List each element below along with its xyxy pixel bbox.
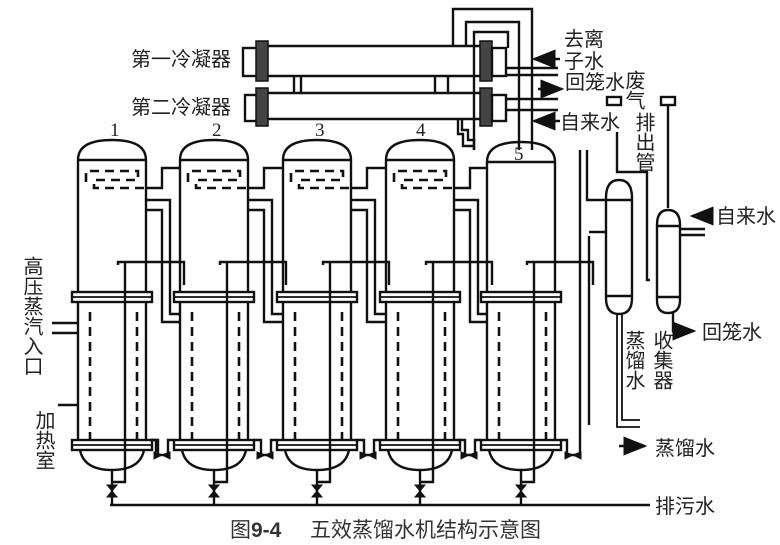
evaporator-columns bbox=[70, 138, 595, 505]
steam-pipe bbox=[248, 198, 283, 316]
column-bottom-bowl bbox=[78, 449, 146, 472]
vent-cap-right bbox=[659, 95, 677, 107]
drain-valve-icon bbox=[413, 484, 427, 498]
column-number-3: 3 bbox=[315, 120, 325, 141]
collector bbox=[655, 208, 682, 315]
steam-pipe bbox=[454, 208, 487, 324]
steam-pipe bbox=[146, 208, 180, 324]
column-dome bbox=[178, 138, 250, 161]
return-water-right-label: 回笼水 bbox=[702, 320, 762, 344]
collector-return-arrow bbox=[671, 313, 697, 341]
deionized-water-label-2: 子水 bbox=[564, 49, 604, 73]
column-bottom-bowl bbox=[180, 449, 248, 472]
condenser-flange-left bbox=[255, 40, 269, 82]
liquid-transfer-pipe bbox=[116, 260, 186, 285]
column-number-4: 4 bbox=[416, 120, 426, 141]
distilled-water-condenser bbox=[604, 178, 634, 316]
condenser-flange-right bbox=[479, 87, 493, 127]
column5-outlet-pipe bbox=[561, 150, 582, 457]
svg-text:图9-4: 图9-4 bbox=[230, 518, 282, 542]
collector-label: 收集器 bbox=[650, 330, 674, 390]
column-dome bbox=[384, 138, 456, 161]
steam-pipe bbox=[146, 198, 180, 316]
liquid-transfer-pipe bbox=[321, 260, 391, 285]
column-dome bbox=[76, 138, 148, 161]
condenser-flange-left bbox=[255, 87, 269, 127]
column-dome bbox=[281, 138, 353, 161]
condenser-connectors bbox=[292, 76, 450, 93]
vapor-transfer-pipe bbox=[248, 166, 283, 190]
column-bottom-bowl bbox=[283, 449, 351, 472]
vent-cap-left bbox=[605, 95, 623, 107]
transfer-valve-icon bbox=[460, 451, 478, 460]
column-number-2: 2 bbox=[212, 120, 222, 141]
deionized-water-label-1: 去离 bbox=[564, 27, 604, 51]
vapor-transfer-pipe bbox=[351, 166, 386, 190]
transfer-valve-icon bbox=[359, 451, 377, 460]
first-condenser-label: 第一冷凝器 bbox=[131, 47, 231, 71]
first-condenser bbox=[241, 40, 508, 82]
exhaust-pipe-label: 排出管 bbox=[632, 112, 656, 172]
caption-figure-number: 9-4 bbox=[251, 519, 282, 542]
distilled-water-out-label: 蒸馏水 bbox=[655, 436, 715, 460]
vapor-transfer-pipe bbox=[454, 166, 487, 190]
liquid-transfer-pipe bbox=[525, 260, 595, 285]
outlet-valve-icon bbox=[564, 451, 582, 460]
steam-pipe bbox=[351, 198, 386, 316]
preheater-coil bbox=[84, 169, 146, 190]
preheater-coil bbox=[289, 169, 351, 190]
figure-caption: 图9-4 五效蒸馏水机结构示意图 bbox=[230, 518, 541, 542]
exhaust-gas-label: 废气 bbox=[622, 70, 646, 110]
liquid-transfer-pipe bbox=[218, 260, 288, 285]
tap-water-right-label: 自来水 bbox=[716, 204, 776, 228]
second-condenser bbox=[243, 87, 508, 127]
drain-valve-icon bbox=[207, 484, 221, 498]
preheater-coil bbox=[392, 169, 454, 190]
transfer-valve-icon bbox=[256, 451, 274, 460]
caption-figure-char: 图 bbox=[230, 518, 251, 542]
column-bottom-bowl bbox=[386, 449, 454, 472]
return-water-top-label: 回笼水 bbox=[565, 70, 625, 94]
steam-pipe bbox=[248, 208, 283, 324]
distilled-water-vertical-label: 蒸馏水 bbox=[622, 330, 646, 390]
liquid-transfer-pipe bbox=[424, 260, 494, 285]
drain-valve-icon bbox=[310, 484, 324, 498]
vapor-transfer-pipe bbox=[146, 166, 180, 190]
preheater-coil bbox=[186, 169, 248, 190]
column-number-1: 1 bbox=[110, 120, 120, 141]
column-bottom-bowl bbox=[487, 449, 555, 472]
second-condenser-label: 第二冷凝器 bbox=[131, 95, 231, 119]
sewage-label: 排污水 bbox=[655, 494, 715, 518]
caption-title: 五效蒸馏水机结构示意图 bbox=[310, 518, 541, 542]
condenser-loop-pipes bbox=[451, 7, 558, 150]
heating-chamber-label: 加热室 bbox=[32, 410, 56, 470]
steam-pipe bbox=[454, 198, 487, 316]
drain-valve-icon bbox=[514, 484, 528, 498]
steam-inlet-label: 高压蒸汽入口 bbox=[20, 256, 44, 376]
column-number-5: 5 bbox=[514, 144, 524, 165]
condenser-flange-right bbox=[479, 40, 493, 82]
column-dome bbox=[485, 140, 557, 163]
drain-valve-icon bbox=[105, 484, 119, 498]
steam-pipe bbox=[351, 208, 386, 324]
transfer-valve-icon bbox=[153, 451, 171, 460]
tap-water-top-label: 自来水 bbox=[560, 110, 620, 134]
